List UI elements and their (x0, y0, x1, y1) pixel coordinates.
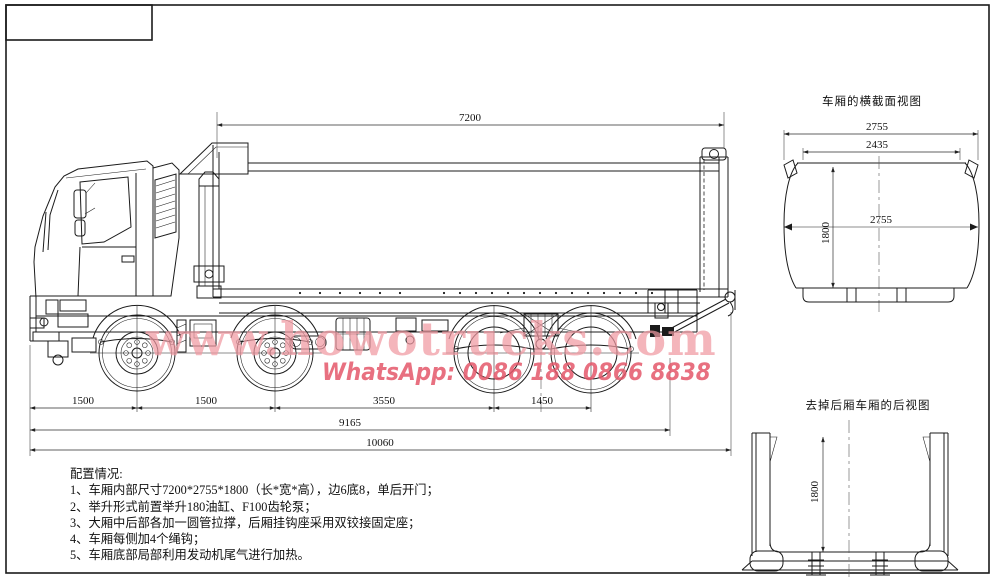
dim-axle2-3-label: 3550 (373, 395, 396, 407)
dim-rear-height-label: 1800 (809, 481, 821, 504)
truck-side-view (29, 142, 736, 412)
rivet-dots (298, 291, 654, 295)
dim-outer-width-label: 2755 (866, 121, 889, 133)
dim-9165-label: 9165 (339, 417, 362, 429)
notes-item-5: 5、车厢底部局部利用发动机尾气进行加热。 (70, 548, 310, 563)
notes-item-4: 4、车厢每侧加4个绳钩； (70, 532, 206, 547)
dim-inner-width-label: 2435 (866, 139, 889, 151)
notes-item-1: 1、车厢内部尺寸7200*2755*1800（长*宽*高），边6底8，单后开门； (70, 483, 439, 498)
cross-section-title: 车厢的横截面视图 (822, 94, 922, 108)
dim-axle1-2-label: 1500 (195, 395, 218, 407)
config-notes: 配置情况: 1、车厢内部尺寸7200*2755*1800（长*宽*高），边6底8… (70, 466, 490, 564)
cargo-box-cross-section-view: 车厢的横截面视图 2755 2435 2755 1800 (783, 94, 980, 312)
side-view-dimensions: 7200 1500 1500 3550 1450 9165 10060 (29, 112, 732, 456)
notes-heading: 配置情况: (70, 467, 123, 481)
notes-item-2: 2、举升形式前置举升180油缸、F100齿轮泵； (70, 499, 317, 514)
dim-axle3-4-label: 1450 (531, 395, 554, 407)
dim-overall-length-label: 10060 (366, 437, 394, 449)
dim-front-overhang-label: 1500 (72, 395, 95, 407)
notes-item-3: 3、大厢中后部各加一圆管拉撑，后厢挂钩座采用双铰接固定座； (70, 515, 421, 530)
cargo-box-rear-view: 去掉后厢车厢的后视图 1800 (741, 398, 959, 577)
watermark-whatsapp-text: WhatsApp: 0086 188 0866 8838 (322, 358, 711, 386)
dim-7200-label: 7200 (459, 112, 482, 124)
rear-view-title: 去掉后厢车厢的后视图 (806, 398, 931, 412)
page-border (5, 4, 990, 574)
dim-mid-width-label: 2755 (870, 214, 893, 226)
watermark-site-text: www.howotrucks.com (146, 312, 717, 366)
dim-cs-height-label: 1800 (820, 222, 832, 245)
